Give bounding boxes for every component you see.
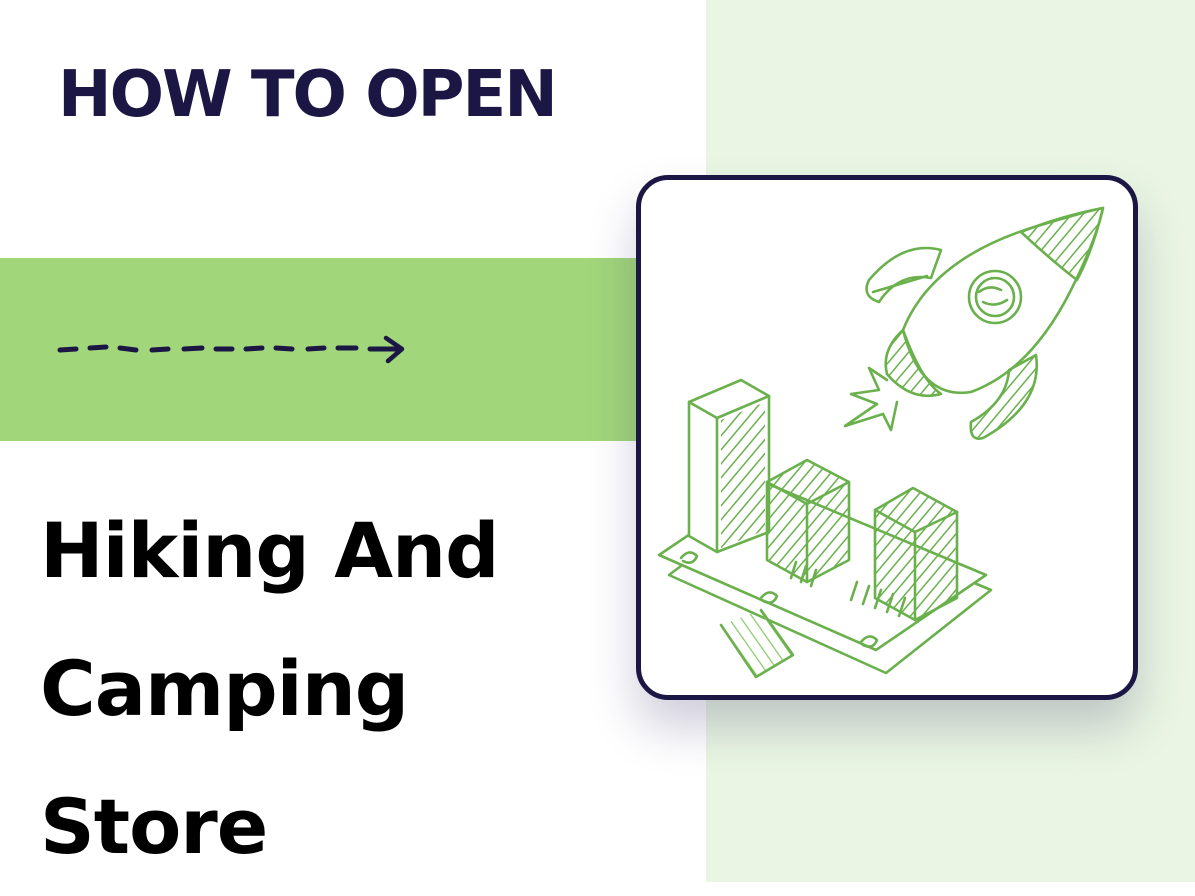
title-line-2: Camping bbox=[40, 644, 409, 733]
illustration-card bbox=[636, 175, 1138, 700]
kicker-heading: HOW TO OPEN bbox=[58, 58, 558, 132]
accent-band bbox=[0, 258, 660, 441]
rocket-chart-illustration bbox=[657, 206, 1105, 679]
page-title: Hiking And Camping Store bbox=[40, 482, 640, 896]
title-line-1: Hiking And bbox=[40, 506, 500, 595]
dashed-arrow-icon bbox=[57, 335, 405, 364]
title-line-3: Store bbox=[40, 782, 268, 871]
